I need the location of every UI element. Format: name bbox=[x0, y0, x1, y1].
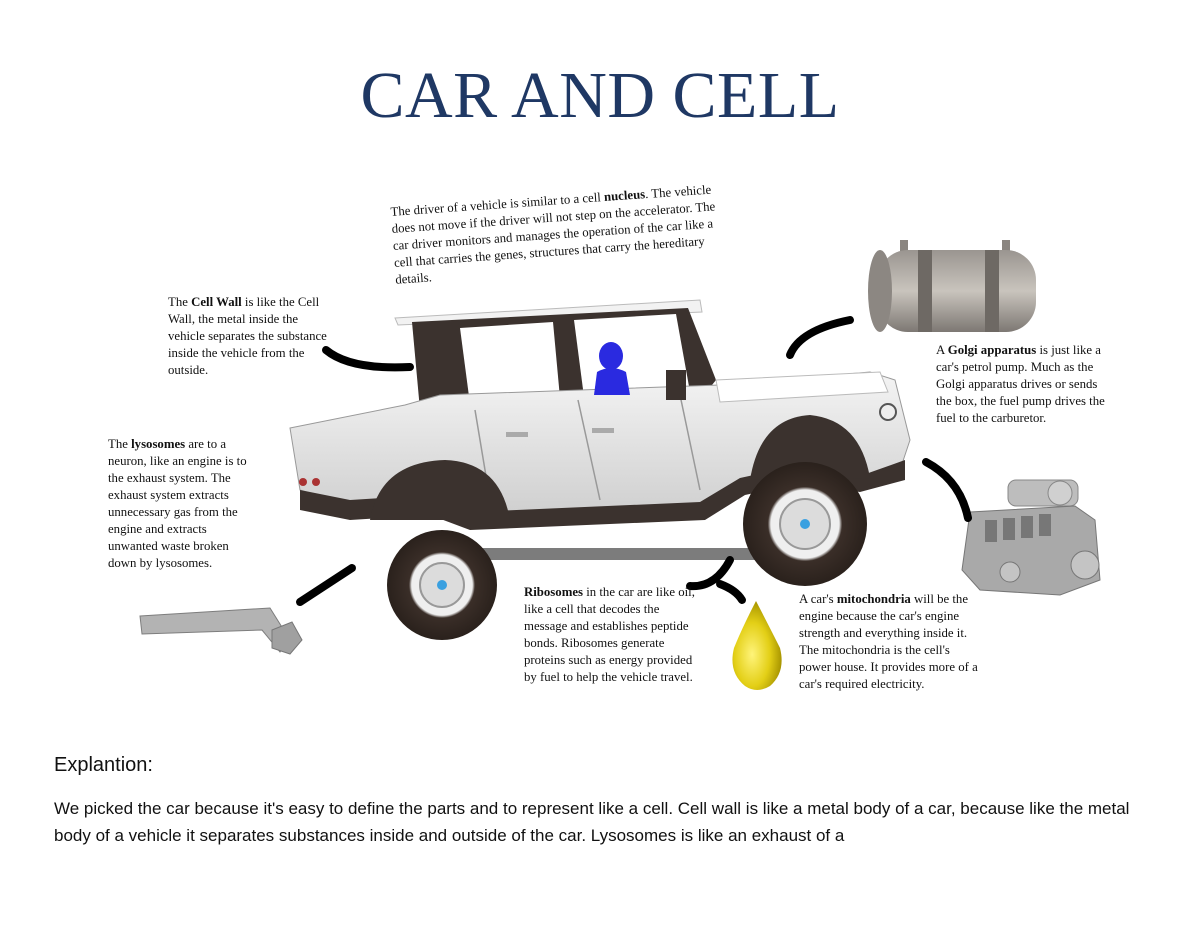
mitochondria-note: A car's mitochondria will be the engine … bbox=[799, 592, 978, 691]
engine-block-illustration bbox=[961, 479, 1101, 596]
connector-lines bbox=[296, 316, 972, 606]
connector-ribosomes-b bbox=[716, 580, 746, 604]
fuel-tank-illustration bbox=[868, 240, 1036, 332]
connector-mitochondria bbox=[922, 458, 972, 522]
lysosomes-note: The lysosomes are to a neuron, like an e… bbox=[108, 437, 247, 570]
driver-figure bbox=[594, 342, 630, 395]
pickup-truck-illustration bbox=[289, 299, 911, 640]
cell-wall-note: The Cell Wall is like the Cell Wall, the… bbox=[168, 295, 327, 377]
exhaust-pipe-illustration bbox=[139, 607, 303, 655]
connector-lysosomes bbox=[296, 564, 356, 606]
connector-ribosomes-a bbox=[686, 556, 734, 591]
ribosomes-note: Ribosomes in the car are like oil, like … bbox=[524, 585, 695, 684]
explanation-heading: Explantion: bbox=[54, 754, 153, 776]
golgi-note: A Golgi apparatus is just like a car's p… bbox=[936, 343, 1105, 425]
page-title: CAR AND CELL bbox=[360, 59, 840, 132]
explanation-body: We picked the car because it's easy to d… bbox=[54, 799, 1130, 845]
connector-cell-wall bbox=[322, 346, 414, 372]
oil-drop-illustration bbox=[732, 601, 782, 690]
connector-golgi bbox=[786, 316, 854, 359]
